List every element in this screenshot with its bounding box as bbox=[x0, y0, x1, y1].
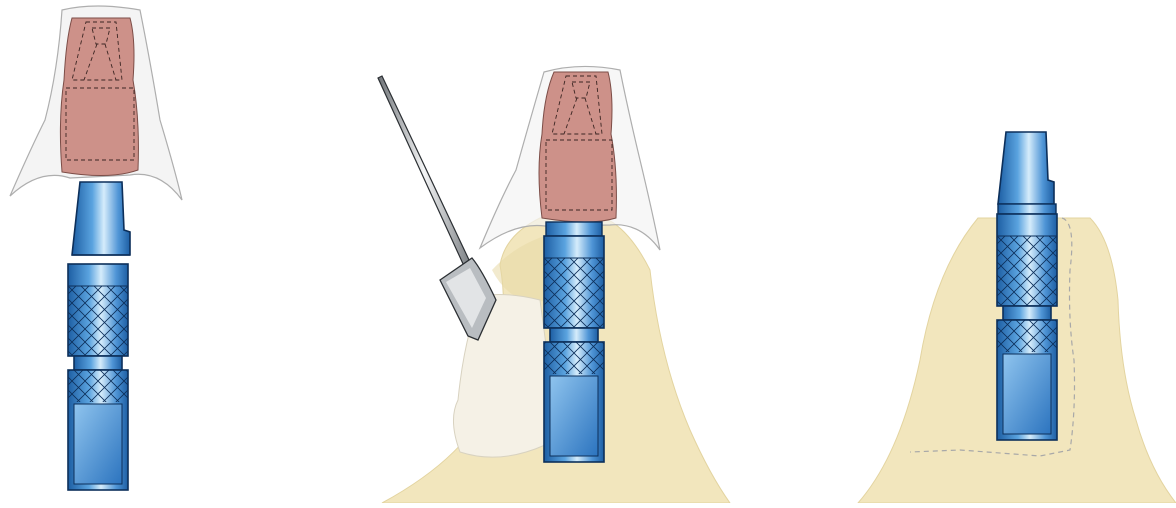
abutment-1 bbox=[72, 182, 130, 255]
implant-1 bbox=[68, 264, 128, 490]
panel-1 bbox=[10, 6, 182, 490]
implant-3 bbox=[997, 214, 1057, 440]
crown-2 bbox=[539, 72, 616, 222]
crown-1 bbox=[60, 18, 138, 176]
implant-2 bbox=[544, 236, 604, 462]
graft-instrument bbox=[378, 76, 496, 340]
abutment-3 bbox=[998, 132, 1054, 204]
panel-3 bbox=[858, 132, 1176, 503]
panel-2 bbox=[378, 66, 730, 503]
